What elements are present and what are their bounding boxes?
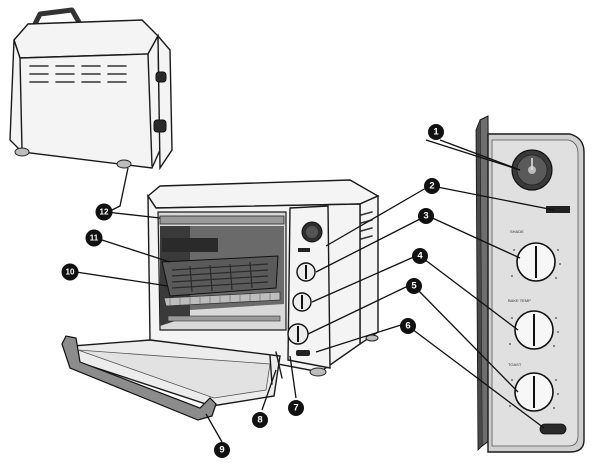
callout-8-label: 8 <box>257 415 262 426</box>
main-oven <box>61 179 380 421</box>
callout-6: 6 <box>400 318 416 334</box>
callout-11-label: 11 <box>90 234 99 243</box>
callout-11: 11 <box>85 229 103 247</box>
callout-2-label: 2 <box>429 181 434 192</box>
callout-10-label: 10 <box>66 268 75 277</box>
callout-4: 4 <box>412 248 428 264</box>
knob-label-shade: SHADE <box>510 229 524 234</box>
callout-7: 7 <box>288 400 304 416</box>
callout-8: 8 <box>252 412 268 428</box>
knob-label-bake: BAKE TEMP <box>508 298 531 303</box>
callout-5: 5 <box>406 278 422 294</box>
callout-3-label: 3 <box>423 211 428 222</box>
callout-9-label: 9 <box>219 445 224 456</box>
callout-12-label: 12 <box>100 208 109 217</box>
control-panel-closeup: ·· ·· ·· SHADE BAKE TEMP TOAST <box>475 115 585 453</box>
callout-12: 12 <box>95 203 113 221</box>
svg-text:·· ·· ··: ·· ·· ·· <box>524 152 534 157</box>
callout-1-label: 1 <box>433 127 439 138</box>
callout-4-label: 4 <box>417 251 423 262</box>
knob-label-toast: TOAST <box>508 362 522 367</box>
callout-10: 10 <box>61 263 79 281</box>
callout-3: 3 <box>418 208 434 224</box>
rear-view-oven <box>9 7 173 171</box>
callout-leaders <box>75 139 555 443</box>
callout-1: 1 <box>428 124 444 140</box>
callout-6-label: 6 <box>405 321 410 332</box>
callout-9: 9 <box>214 442 230 458</box>
callout-2: 2 <box>424 178 440 194</box>
callout-5-label: 5 <box>411 281 417 292</box>
callout-7-label: 7 <box>293 403 298 414</box>
